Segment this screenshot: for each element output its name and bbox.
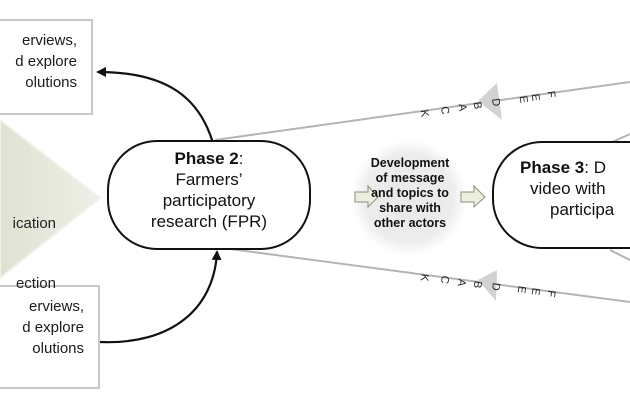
feedback-line-bottom-inner	[609, 249, 630, 261]
left-chevron-shape	[0, 118, 102, 280]
box-line: d explore	[22, 319, 84, 336]
feedback-letter-top: A	[455, 102, 469, 112]
feedback-line-bottom	[214, 246, 630, 303]
feedback-letter-bottom: C	[437, 274, 451, 285]
feedback-letter-top: B	[470, 100, 484, 110]
phase2-title-bold: Phase 2	[174, 149, 239, 168]
feedback-triangle-bottom	[478, 270, 497, 301]
feedback-letter-top: C	[437, 105, 451, 116]
box-line: erviews,	[28, 298, 84, 315]
phase2-line: Farmers’	[175, 170, 243, 189]
phase2-title-rest: :	[238, 149, 244, 168]
phase3-line: video with	[530, 179, 606, 198]
block-arrow-to-phase3	[460, 184, 486, 209]
development-line: Development	[370, 156, 450, 170]
feedback-letter-top: D	[488, 97, 502, 108]
box-line: d explore	[15, 53, 77, 70]
phase3-title-rest: : D	[584, 158, 606, 177]
box-line: olutions	[32, 340, 84, 357]
chevron-label: ication ection	[0, 174, 56, 334]
feedback-letter-bottom: D	[488, 281, 502, 292]
feedback-letter-bottom: K	[417, 273, 431, 283]
box-line: olutions	[25, 74, 77, 91]
feedback-letter-bottom: F	[544, 289, 558, 298]
interviews-box-top: erviews, d explore olutions	[0, 19, 93, 115]
development-line: other actors	[373, 216, 447, 230]
phase3-title: Phase 3: D	[520, 157, 630, 178]
feedback-letter-bottom: B	[470, 280, 484, 290]
feedback-letter-bottom: E	[528, 287, 542, 297]
chevron-line: ication	[12, 215, 56, 232]
feedback-letter-top: E	[516, 94, 530, 104]
arrow-from-bottom-box	[99, 250, 222, 344]
feedback-letter-top: K	[417, 108, 431, 118]
feedback-letter-top: F	[544, 90, 558, 99]
phase2-title: Phase 2:	[109, 148, 309, 169]
box-line: erviews,	[21, 32, 77, 49]
arrow-to-top-box	[96, 67, 215, 144]
phase2-line: participatory	[162, 191, 256, 210]
development-line: of message	[375, 171, 445, 185]
phase2-line: research (FPR)	[150, 212, 268, 231]
development-line: share with	[379, 201, 441, 215]
feedback-letter-top: E	[528, 92, 542, 102]
feedback-letter-bottom: A	[454, 278, 468, 288]
interviews-box-bottom: erviews, d explore olutions	[0, 285, 100, 389]
development-line: and topics to	[371, 186, 449, 200]
development-label: Development of message and topics to sha…	[352, 156, 468, 231]
feedback-line-top	[214, 81, 630, 141]
chevron-line: ection	[15, 275, 56, 292]
development-glow	[351, 140, 467, 256]
feedback-triangle-top	[478, 83, 502, 120]
phase3-title-bold: Phase 3	[520, 158, 585, 177]
block-arrow-to-development	[354, 184, 379, 209]
phase3-line: participa	[550, 200, 615, 219]
phase3-node: Phase 3: D video with participa	[492, 141, 630, 249]
phase2-node: Phase 2: Farmers’ participatory research…	[107, 140, 311, 250]
feedback-letter-bottom: E	[514, 285, 528, 295]
